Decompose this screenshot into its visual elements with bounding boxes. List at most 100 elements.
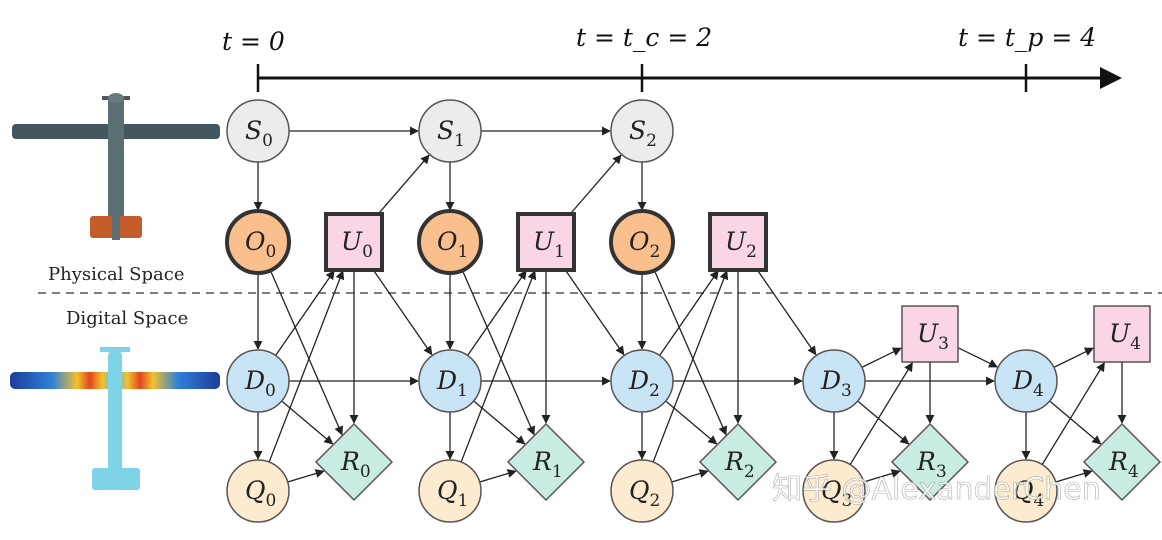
node-subscript-D3: 3 bbox=[841, 381, 852, 401]
node-letter-Q1: Q bbox=[437, 476, 458, 505]
node-subscript-Q4: 4 bbox=[1034, 491, 1045, 511]
edge-Q0-R0 bbox=[287, 469, 325, 483]
node-O1: O1 bbox=[417, 209, 483, 275]
node-shape-Q1 bbox=[418, 459, 482, 523]
edge-Q3-U3 bbox=[849, 362, 913, 465]
node-subscript-D2: 2 bbox=[649, 381, 660, 401]
edge-U1-D2 bbox=[564, 269, 625, 356]
node-letter-Q3: Q bbox=[821, 476, 842, 505]
node-shape-D2 bbox=[610, 349, 674, 413]
node-label-O0: O0 bbox=[245, 227, 276, 262]
node-letter-R1: R bbox=[532, 447, 552, 476]
edge-Q3-R3 bbox=[863, 469, 901, 483]
edge-D4-U4 bbox=[1053, 347, 1094, 368]
node-subscript-U4: 4 bbox=[1130, 334, 1141, 354]
node-R0: R0 bbox=[314, 422, 394, 502]
node-label-R0: R0 bbox=[340, 447, 371, 482]
node-shape-R2 bbox=[698, 422, 778, 502]
node-label-Q3: Q3 bbox=[821, 476, 852, 511]
node-shape-O1 bbox=[417, 209, 483, 275]
edge-D0-U0 bbox=[275, 270, 335, 356]
node-R2: R2 bbox=[698, 422, 778, 502]
node-subscript-R0: 0 bbox=[360, 462, 371, 482]
edge-Q2-U2 bbox=[652, 270, 729, 463]
node-label-Q1: Q1 bbox=[437, 476, 468, 511]
node-subscript-S1: 1 bbox=[454, 131, 465, 151]
node-R1: R1 bbox=[506, 422, 586, 502]
digital-space-label: Digital Space bbox=[66, 308, 188, 329]
edge-D1-U1 bbox=[467, 270, 527, 356]
node-subscript-D4: 4 bbox=[1033, 381, 1044, 401]
node-subscript-U0: 0 bbox=[362, 242, 373, 262]
edge-U1-S2 bbox=[569, 154, 622, 215]
node-label-U1: U1 bbox=[533, 227, 565, 262]
node-letter-O0: O bbox=[245, 227, 266, 256]
edge-Q0-U0 bbox=[268, 270, 345, 463]
node-Q1: Q1 bbox=[418, 459, 482, 523]
node-D0: D0 bbox=[226, 349, 290, 413]
node-letter-R4: R bbox=[1108, 447, 1128, 476]
edge-Q1-U1 bbox=[460, 270, 537, 463]
node-subscript-U1: 1 bbox=[554, 242, 565, 262]
node-letter-S1: S bbox=[437, 116, 454, 145]
node-label-S0: S0 bbox=[245, 116, 273, 151]
node-S1: S1 bbox=[418, 99, 482, 163]
edge-D4-R4 bbox=[1049, 400, 1102, 445]
node-shape-Q2 bbox=[610, 459, 674, 523]
node-shape-O2 bbox=[609, 209, 675, 275]
node-shape-R1 bbox=[506, 422, 586, 502]
node-shape-U0 bbox=[324, 212, 384, 272]
node-label-D0: D0 bbox=[244, 366, 276, 401]
node-label-Q0: Q0 bbox=[245, 476, 276, 511]
node-label-S1: S1 bbox=[437, 116, 465, 151]
node-shape-R0 bbox=[314, 422, 394, 502]
node-subscript-O2: 2 bbox=[650, 242, 661, 262]
node-label-Q2: Q2 bbox=[629, 476, 660, 511]
time-label-tc: t = t_c = 2 bbox=[576, 23, 712, 52]
node-R4: R4 bbox=[1082, 422, 1162, 502]
node-Q3: Q3 bbox=[802, 459, 866, 523]
node-letter-O1: O bbox=[437, 227, 458, 256]
node-subscript-D1: 1 bbox=[457, 381, 468, 401]
node-letter-S0: S bbox=[245, 116, 262, 145]
node-shape-U3 bbox=[901, 305, 959, 363]
node-U0: U0 bbox=[324, 212, 384, 272]
node-label-O2: O2 bbox=[629, 227, 660, 262]
node-D3: D3 bbox=[802, 349, 866, 413]
node-shape-D1 bbox=[418, 349, 482, 413]
node-shape-Q3 bbox=[802, 459, 866, 523]
node-letter-D2: D bbox=[628, 366, 649, 395]
node-letter-D0: D bbox=[244, 366, 265, 395]
node-letter-U3: U bbox=[917, 319, 939, 348]
node-subscript-R4: 4 bbox=[1128, 462, 1139, 482]
node-label-D1: D1 bbox=[436, 366, 468, 401]
edge-U0-D1 bbox=[372, 269, 433, 356]
node-shape-D0 bbox=[226, 349, 290, 413]
node-label-U4: U4 bbox=[1109, 319, 1141, 354]
node-letter-D1: D bbox=[436, 366, 457, 395]
node-shape-U2 bbox=[708, 212, 768, 272]
node-letter-R3: R bbox=[916, 447, 936, 476]
node-shape-U1 bbox=[516, 212, 576, 272]
node-U1: U1 bbox=[516, 212, 576, 272]
edge-O0-R0 bbox=[269, 270, 343, 436]
physical-aircraft-image bbox=[12, 93, 220, 240]
node-subscript-Q2: 2 bbox=[650, 491, 661, 511]
node-S0: S0 bbox=[226, 99, 290, 163]
node-subscript-S0: 0 bbox=[262, 131, 273, 151]
node-label-S2: S2 bbox=[629, 116, 657, 151]
edge-D3-R3 bbox=[857, 400, 910, 445]
node-shape-O0 bbox=[225, 209, 291, 275]
node-subscript-O1: 1 bbox=[458, 242, 469, 262]
node-letter-U4: U bbox=[1109, 319, 1131, 348]
time-label-tp: t = t_p = 4 bbox=[958, 23, 1096, 52]
node-subscript-Q1: 1 bbox=[458, 491, 469, 511]
edge-D3-U3 bbox=[861, 347, 902, 368]
node-letter-Q0: Q bbox=[245, 476, 266, 505]
edge-Q2-R2 bbox=[671, 469, 709, 483]
node-shape-S2 bbox=[610, 99, 674, 163]
node-shape-D4 bbox=[994, 349, 1058, 413]
node-letter-Q4: Q bbox=[1013, 476, 1034, 505]
